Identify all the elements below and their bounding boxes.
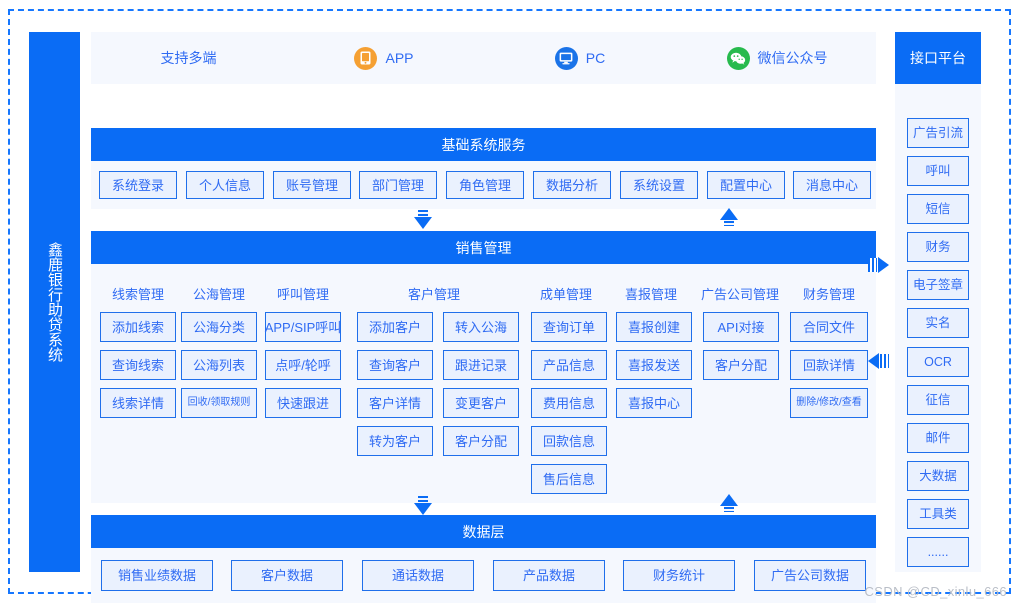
module-pill[interactable]: 账号管理 [273, 171, 351, 199]
module-pill[interactable]: API对接 [703, 312, 779, 342]
module-pill[interactable]: 角色管理 [446, 171, 524, 199]
arrow-down-tail-1 [418, 210, 428, 219]
module-pill[interactable]: 删除/修改/查看 [790, 388, 868, 418]
arrow-up-1 [720, 208, 738, 220]
mobile-phone-icon [354, 46, 378, 70]
module-pill[interactable]: 查询订单 [531, 312, 607, 342]
module-pill[interactable]: 财务统计 [623, 560, 735, 591]
sales-column-header: 喜报管理 [624, 287, 677, 302]
module-pill[interactable]: 喜报创建 [616, 312, 692, 342]
sales-layer-title: 销售管理 [91, 231, 876, 264]
module-pill[interactable]: 线索详情 [100, 388, 176, 418]
interface-platform-panel: 广告引流呼叫短信财务电子签章实名 OCR 征信邮件大数据工具类...... [895, 84, 981, 572]
module-pill[interactable]: 数据分析 [533, 171, 611, 199]
interface-item[interactable]: ...... [907, 537, 969, 567]
module-pill[interactable]: 查询客户 [357, 350, 433, 380]
module-pill[interactable]: 售后信息 [531, 464, 607, 494]
interface-platform-title: 接口平台 [895, 32, 981, 84]
sales-column-header: 呼叫管理 [276, 287, 329, 302]
interface-item[interactable]: 征信 [907, 385, 969, 415]
module-pill[interactable]: 转入公海 [443, 312, 519, 342]
module-pill[interactable]: 添加线索 [100, 312, 176, 342]
basic-layer-panel: 系统登录个人信息账号管理部门管理角色管理数据分析系统设置配置中心消息中心 [91, 161, 876, 209]
interface-platform-column: 接口平台 广告引流呼叫短信财务电子签章实名 OCR 征信邮件大数据工具类...... [895, 32, 981, 572]
data-layer-panel: 销售业绩数据客户数据通话数据产品数据财务统计广告公司数据 [91, 548, 876, 603]
arrow-up-tail-2 [724, 503, 734, 512]
module-pill[interactable]: 系统设置 [620, 171, 698, 199]
interface-item[interactable]: 大数据 [907, 461, 969, 491]
channel-wechat-label: 微信公众号 [757, 50, 828, 66]
channel-app-label: APP [385, 50, 414, 66]
channel-wechat[interactable]: 微信公众号 [678, 32, 876, 84]
sales-column-header: 线索管理 [111, 287, 164, 302]
module-pill[interactable]: 客户分配 [443, 426, 519, 456]
arrow-up-tail-1 [724, 217, 734, 226]
module-pill[interactable]: 回收/领取规则 [181, 388, 257, 418]
module-pill[interactable]: 费用信息 [531, 388, 607, 418]
wechat-icon [726, 46, 750, 70]
module-pill[interactable]: 公海列表 [181, 350, 257, 380]
sales-column-header: 广告公司管理 [700, 287, 779, 302]
basic-layer-title: 基础系统服务 [91, 128, 876, 161]
module-pill[interactable]: 客户分配 [703, 350, 779, 380]
module-pill[interactable]: 配置中心 [707, 171, 785, 199]
module-pill[interactable]: 喜报中心 [616, 388, 692, 418]
interface-item[interactable]: 邮件 [907, 423, 969, 453]
interface-item[interactable]: 短信 [907, 194, 969, 224]
desktop-monitor-icon [554, 46, 578, 70]
interface-item[interactable]: 呼叫 [907, 156, 969, 186]
module-pill[interactable]: 销售业绩数据 [101, 560, 213, 591]
channel-topbar: 支持多端 APP [91, 32, 876, 84]
module-pill[interactable]: 消息中心 [793, 171, 871, 199]
module-pill[interactable]: 回款信息 [531, 426, 607, 456]
module-pill[interactable]: 点呼/轮呼 [265, 350, 341, 380]
module-pill[interactable]: 公海分类 [181, 312, 257, 342]
module-pill[interactable]: 广告公司数据 [754, 560, 866, 591]
data-layer-title: 数据层 [91, 515, 876, 548]
sales-column-header: 客户管理 [407, 287, 460, 302]
interface-item[interactable]: 实名 [907, 308, 969, 338]
main-column: 支持多端 APP [91, 32, 876, 603]
interface-item[interactable]: 广告引流 [907, 118, 969, 148]
module-pill[interactable]: 快速跟进 [265, 388, 341, 418]
arrow-left-tail [880, 354, 889, 368]
brand-sidebar: 鑫鹿银行助贷系统 [29, 32, 80, 572]
module-pill[interactable]: 喜报发送 [616, 350, 692, 380]
multi-terminal-label: 支持多端 [160, 50, 217, 66]
interface-item[interactable]: 电子签章 [907, 270, 969, 300]
multi-terminal-label-cell: 支持多端 [91, 32, 286, 84]
watermark: CSDN @CD_xinlu_666 [864, 584, 1007, 599]
arrow-right-connector [878, 257, 889, 273]
module-pill[interactable]: APP/SIP呼叫 [265, 312, 341, 342]
module-pill[interactable]: 合同文件 [790, 312, 868, 342]
channel-app[interactable]: APP [286, 32, 482, 84]
arrow-down-1 [414, 217, 432, 229]
module-pill[interactable]: 转为客户 [357, 426, 433, 456]
module-pill[interactable]: 添加客户 [357, 312, 433, 342]
module-pill[interactable]: 客户数据 [231, 560, 343, 591]
module-pill[interactable]: 系统登录 [99, 171, 177, 199]
channel-pc-label: PC [585, 50, 606, 66]
module-pill[interactable]: 个人信息 [186, 171, 264, 199]
module-pill[interactable]: 客户详情 [357, 388, 433, 418]
interface-item[interactable]: OCR [907, 347, 969, 377]
module-pill[interactable]: 变更客户 [443, 388, 519, 418]
module-pill[interactable]: 查询线索 [100, 350, 176, 380]
module-pill[interactable]: 跟进记录 [443, 350, 519, 380]
channel-pc[interactable]: PC [482, 32, 678, 84]
arrow-down-2 [414, 503, 432, 515]
module-pill[interactable]: 产品数据 [493, 560, 605, 591]
module-pill[interactable]: 通话数据 [362, 560, 474, 591]
module-pill[interactable]: 部门管理 [359, 171, 437, 199]
interface-item[interactable]: 财务 [907, 232, 969, 262]
sales-column-header: 财务管理 [802, 287, 855, 302]
sales-layer-panel: 线索管理公海管理呼叫管理客户管理成单管理喜报管理广告公司管理财务管理添加线索查询… [91, 264, 876, 503]
module-pill[interactable]: 产品信息 [531, 350, 607, 380]
brand-vertical-title: 鑫鹿银行助贷系统 [46, 242, 63, 362]
sales-column-header: 成单管理 [539, 287, 592, 302]
module-pill[interactable]: 回款详情 [790, 350, 868, 380]
interface-item[interactable]: 工具类 [907, 499, 969, 529]
sales-column-header: 公海管理 [192, 287, 245, 302]
